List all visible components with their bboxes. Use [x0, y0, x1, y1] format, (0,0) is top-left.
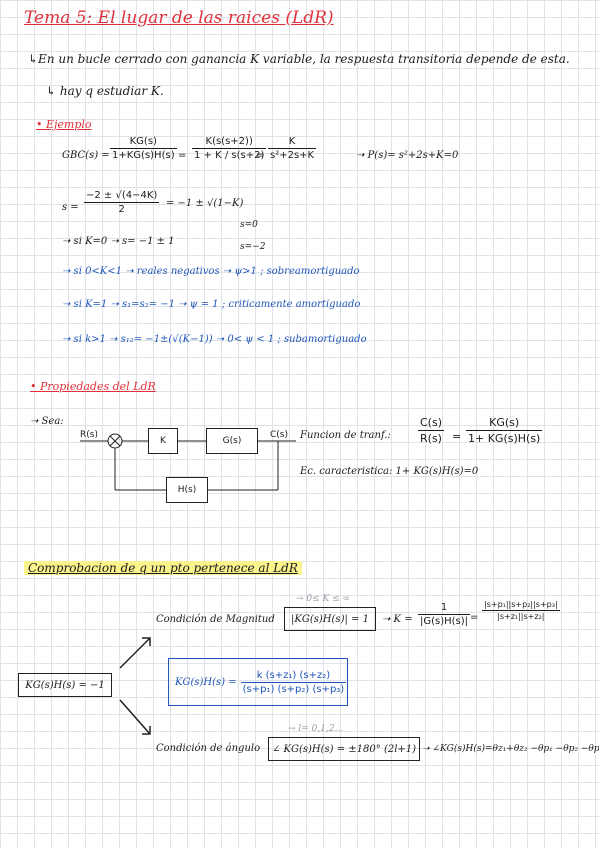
k-block-label: K: [160, 436, 166, 446]
tf-fraction: C(s) R(s): [418, 416, 444, 445]
case-critical: ➝ si K=1 ➝ s₁=s₂= −1 ➝ ψ = 1 ; criticame…: [62, 299, 361, 310]
angle-condition-rhs: ➝ ∠KG(s)H(s)=θz₁+θz₂ −θp₁ −θp₂ −θp₃: [422, 744, 599, 754]
factored-form-num: k (s+z₁) (s+z₂): [256, 669, 331, 681]
equals-sign: =: [452, 430, 462, 443]
magnitude-fraction-2: |s+p₁||s+p₂||s+p₃| |s+z₁||s+z₂|: [482, 600, 560, 621]
diagram-output-label: C(s): [270, 430, 288, 440]
tf-label: Funcion de tranf.:: [300, 430, 391, 441]
fraction-bar: [418, 430, 444, 431]
k-range-note: → 0≤ K ≤ ∞: [296, 594, 351, 604]
factored-form-box: KG(s)H(s) = k (s+z₁) (s+z₂) (s+p₁) (s+p₂…: [168, 658, 348, 706]
magnitude-fraction-1-den: |G(s)H(s)|: [420, 616, 469, 627]
fraction-3-den: s²+2s+K: [270, 150, 315, 161]
g-block: G(s): [206, 428, 258, 454]
g-block-label: G(s): [222, 436, 242, 446]
factored-form-fraction: k (s+z₁) (s+z₂) (s+p₁) (s+p₂) (s+p₃): [240, 669, 347, 695]
magnitude-condition-text: |KG(s)H(s)| = 1: [291, 613, 369, 625]
fraction-1-num: KG(s): [129, 136, 157, 147]
properties-heading: • Propiedades del LdR: [30, 380, 156, 393]
magnitude-condition-box: |KG(s)H(s)| = 1: [284, 607, 376, 631]
fraction-2-num: K(s(s+2)): [205, 136, 253, 147]
fraction-bar: [84, 202, 160, 203]
s-fraction-den: 2: [118, 204, 125, 215]
fraction-1: KG(s) 1+KG(s)H(s): [110, 136, 177, 161]
gbc-lhs: GBC(s) =: [62, 150, 110, 161]
fraction-3: K s²+2s+K: [268, 136, 317, 161]
fraction-3-num: K: [288, 136, 296, 147]
magnitude-condition-label: Condición de Magnitud: [156, 614, 275, 625]
factored-form-den: (s+p₁) (s+p₂) (s+p₃): [242, 683, 345, 695]
root-condition-box: KG(s)H(s) = −1: [18, 673, 112, 697]
characteristic-equation: Ec. caracteristica: 1+ KG(s)H(s)=0: [300, 466, 479, 477]
tf-num: C(s): [420, 416, 442, 429]
tf-den: R(s): [420, 432, 442, 445]
check-heading: Comprobacion de q un pto pertenece al Ld…: [24, 561, 302, 575]
fraction-bar: [268, 148, 317, 149]
fraction-bar: [482, 610, 560, 611]
l-range-note: → l= 0,1,2...: [288, 724, 344, 734]
k-zero-branch-b: s=−2: [240, 242, 266, 252]
angle-condition-text: ∠ KG(s)H(s) = ±180° (2l+1): [271, 743, 417, 755]
angle-condition-box: ∠ KG(s)H(s) = ±180° (2l+1): [268, 737, 420, 761]
s-rhs: = −1 ± √(1−K): [166, 198, 244, 209]
s-lhs: s =: [62, 202, 79, 213]
diagram-input-label: R(s): [80, 430, 98, 440]
k-zero-branch-a: s=0: [240, 220, 258, 230]
equals-sign: =: [256, 150, 265, 161]
case-underdamped: ➝ si k>1 ➝ s₁₂= −1±(√(K−1)) ➝ 0< ψ < 1 ;…: [62, 334, 367, 345]
characteristic-polynomial: ➝ P(s)= s²+2s+K=0: [356, 150, 459, 161]
equals-sign: =: [470, 612, 479, 623]
intro-line-2: ↳ hay q estudiar K.: [46, 84, 164, 98]
fraction-bar: [240, 681, 347, 683]
sea-label: ➝ Sea:: [30, 416, 64, 427]
case-overdamped: ➝ si 0<K<1 ➝ reales negativos ➝ ψ>1 ; so…: [62, 266, 360, 277]
fraction-bar: [418, 614, 471, 615]
tf-rhs-den: 1+ KG(s)H(s): [468, 432, 541, 445]
example-heading: • Ejemplo: [36, 118, 92, 131]
s-fraction: −2 ± √(4−4K) 2: [84, 190, 160, 215]
check-heading-text: Comprobacion de q un pto pertenece al Ld…: [24, 561, 302, 575]
magnitude-k: ➝ K =: [382, 614, 413, 625]
angle-condition-label: Condición de ángulo: [156, 743, 261, 754]
fraction-bar: [110, 148, 177, 149]
tf-rhs-fraction: KG(s) 1+ KG(s)H(s): [466, 416, 543, 445]
intro-line-1: ↳En un bucle cerrado con ganancia K vari…: [28, 52, 570, 66]
page-title: Tema 5: El lugar de las raices (LdR): [24, 8, 334, 28]
k-block: K: [148, 428, 178, 454]
magnitude-fraction-2-den: |s+z₁||s+z₂|: [497, 612, 545, 621]
fraction-1-den: 1+KG(s)H(s): [112, 150, 175, 161]
magnitude-fraction-1-num: 1: [440, 602, 448, 613]
fraction-2-den: 1 + K / s(s+2): [194, 150, 265, 161]
h-block: H(s): [166, 477, 208, 503]
fraction-2: K(s(s+2)) 1 + K / s(s+2): [192, 136, 267, 161]
case-k-zero: ➝ si K=0 ➝ s= −1 ± 1: [62, 236, 175, 247]
fraction-bar: [466, 430, 543, 431]
factored-form-lhs: KG(s)H(s) =: [175, 676, 237, 688]
root-condition-text: KG(s)H(s) = −1: [25, 679, 105, 691]
equals-sign: =: [178, 150, 187, 161]
s-fraction-num: −2 ± √(4−4K): [86, 190, 158, 201]
fraction-bar: [192, 148, 267, 149]
magnitude-fraction-2-num: |s+p₁||s+p₂||s+p₃|: [484, 600, 558, 609]
h-block-label: H(s): [177, 485, 197, 495]
tf-rhs-num: KG(s): [489, 416, 520, 429]
magnitude-fraction-1: 1 |G(s)H(s)|: [418, 602, 471, 627]
